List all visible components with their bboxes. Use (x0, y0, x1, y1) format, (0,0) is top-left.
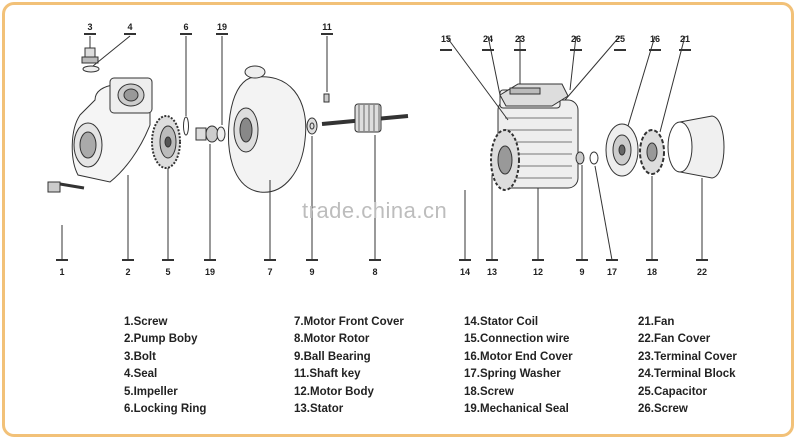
callout-8: 8 (372, 267, 377, 277)
spring-washer-part (575, 151, 613, 261)
legend-item: 15.Connection wire (464, 333, 570, 346)
callout-25: 25 (615, 34, 625, 44)
callout-14: 14 (460, 267, 470, 277)
legend-item: 5.Impeller (124, 385, 178, 398)
legend-item: 25.Capacitor (638, 385, 708, 398)
impeller-part (151, 115, 181, 260)
callout-3: 3 (87, 22, 92, 32)
terminal-cover-part (445, 35, 621, 121)
callout-2: 2 (125, 267, 130, 277)
legend-item: 23.Terminal Cover (638, 350, 737, 363)
legend-item: 11.Shaft key (294, 368, 361, 381)
watermark: trade.china.cn (302, 198, 448, 223)
mechanical-seal-part (195, 36, 226, 260)
motor-front-cover-part (228, 65, 307, 260)
legend-item: 16.Motor End Cover (464, 350, 573, 363)
legend-column-3: 14.Stator Coil 15.Connection wire 16.Mot… (464, 314, 573, 418)
pump-body-part (71, 77, 153, 260)
callout-9b: 9 (579, 267, 584, 277)
locking-ring-part (183, 36, 189, 136)
legend-item: 12.Motor Body (294, 385, 374, 398)
shaft-key-part (323, 36, 330, 103)
callout-16: 16 (650, 34, 660, 44)
legend-item: 8.Motor Rotor (294, 333, 370, 346)
callout-22: 22 (697, 267, 707, 277)
legend-item: 26.Screw (638, 403, 688, 416)
callout-4: 4 (127, 22, 132, 32)
legend-item: 9.Ball Bearing (294, 350, 371, 363)
callout-23: 23 (515, 34, 525, 44)
legend-item: 3.Bolt (124, 350, 156, 363)
callout-9: 9 (309, 267, 314, 277)
legend-column-4: 21.Fan 22.Fan Cover 23.Terminal Cover 24… (638, 314, 737, 418)
legend-item: 22.Fan Cover (638, 333, 711, 346)
diagram-frame (2, 2, 794, 437)
callout-5: 5 (165, 267, 170, 277)
legend-item: 14.Stator Coil (464, 316, 539, 328)
legend-item: 7.Motor Front Cover (294, 316, 404, 328)
fan-part (639, 35, 686, 260)
screw-part (47, 181, 85, 260)
callout-19: 19 (217, 22, 227, 32)
callout-19b: 19 (205, 267, 215, 277)
motor-body-part (464, 89, 579, 260)
callout-7: 7 (267, 267, 272, 277)
callout-6: 6 (183, 22, 188, 32)
ball-bearing-part (306, 117, 318, 260)
callout-11: 11 (322, 22, 332, 32)
callout-24: 24 (483, 34, 493, 44)
callout-13: 13 (487, 267, 497, 277)
legend-item: 24.Terminal Block (638, 368, 736, 381)
bolt-part (81, 35, 131, 73)
callouts-top: 3 4 6 19 11 15 24 23 26 25 16 21 (87, 22, 690, 44)
legend-item: 13.Stator (294, 403, 344, 416)
callouts-bottom: 1 2 5 19 7 9 8 14 13 12 9 17 18 22 (59, 267, 707, 277)
callout-18: 18 (647, 267, 657, 277)
legend-column-2: 7.Motor Front Cover 8.Motor Rotor 9.Ball… (294, 314, 404, 418)
legend-item: 6.Locking Ring (124, 403, 207, 416)
legend-item: 21.Fan (638, 316, 675, 328)
legend-item: 4.Seal (124, 368, 158, 381)
legend-column-1: 1.Screw 2.Pump Boby 3.Bolt 4.Seal 5.Impe… (124, 314, 206, 418)
callout-21: 21 (680, 34, 690, 44)
callout-12: 12 (533, 267, 543, 277)
fan-cover-part (667, 115, 725, 260)
legend-item: 1.Screw (124, 316, 168, 328)
legend-item: 19.Mechanical Seal (464, 403, 569, 416)
exploded-pump-drawing: 3 4 6 19 11 15 24 23 26 25 16 21 1 2 5 1… (47, 22, 725, 277)
legend-item: 18.Screw (464, 385, 514, 398)
motor-end-cover-part (605, 35, 656, 177)
callout-26: 26 (571, 34, 581, 44)
legend-item: 2.Pump Boby (124, 333, 198, 346)
motor-rotor-part (321, 103, 409, 260)
callout-1: 1 (59, 267, 64, 277)
callout-15: 15 (441, 34, 451, 44)
legend-item: 17.Spring Washer (464, 368, 561, 381)
parts-legend: 1.Screw 2.Pump Boby 3.Bolt 4.Seal 5.Impe… (0, 314, 800, 424)
callout-17: 17 (607, 267, 617, 277)
